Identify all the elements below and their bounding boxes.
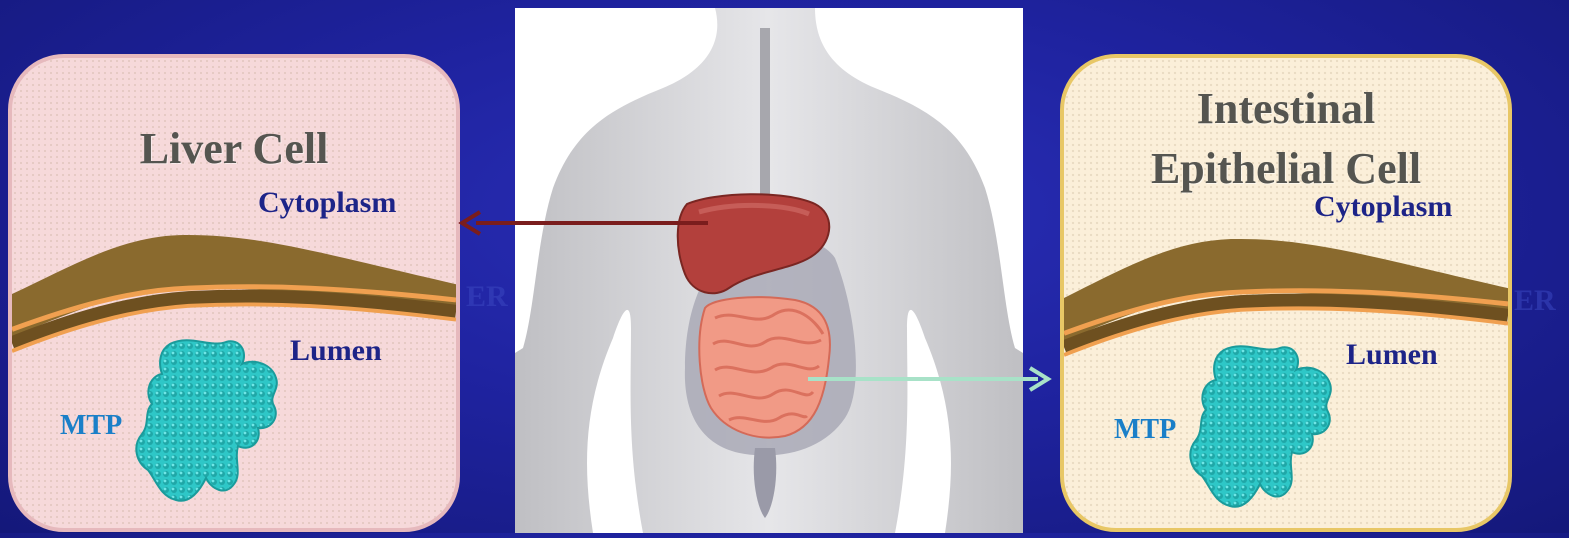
liver-cell-panel: Liver Cell Cytoplasm Lumen MTP xyxy=(8,54,460,532)
intestine-arrow xyxy=(808,364,1052,394)
torso-drawing xyxy=(515,8,1023,533)
liver-arrow xyxy=(458,208,708,238)
mtp-protein-image xyxy=(130,334,290,514)
lumen-label: Lumen xyxy=(1346,338,1438,372)
cytoplasm-label: Cytoplasm xyxy=(1314,190,1452,224)
mtp-label: MTP xyxy=(1114,414,1176,446)
intestinal-cell-panel: Intestinal Epithelial Cell Cytoplasm Lum… xyxy=(1060,54,1512,532)
liver-cell-title: Liver Cell xyxy=(12,124,456,174)
mtp-label: MTP xyxy=(60,410,122,442)
intestinal-title-line1: Intestinal xyxy=(1064,84,1508,134)
er-label-left: ER xyxy=(466,280,508,314)
intestinal-title-line2: Epithelial Cell xyxy=(1064,144,1508,194)
human-torso-illustration xyxy=(515,8,1023,533)
mtp-protein-image xyxy=(1184,340,1344,520)
er-label-right: ER xyxy=(1514,284,1556,318)
lumen-label: Lumen xyxy=(290,334,382,368)
cytoplasm-label: Cytoplasm xyxy=(258,186,396,220)
